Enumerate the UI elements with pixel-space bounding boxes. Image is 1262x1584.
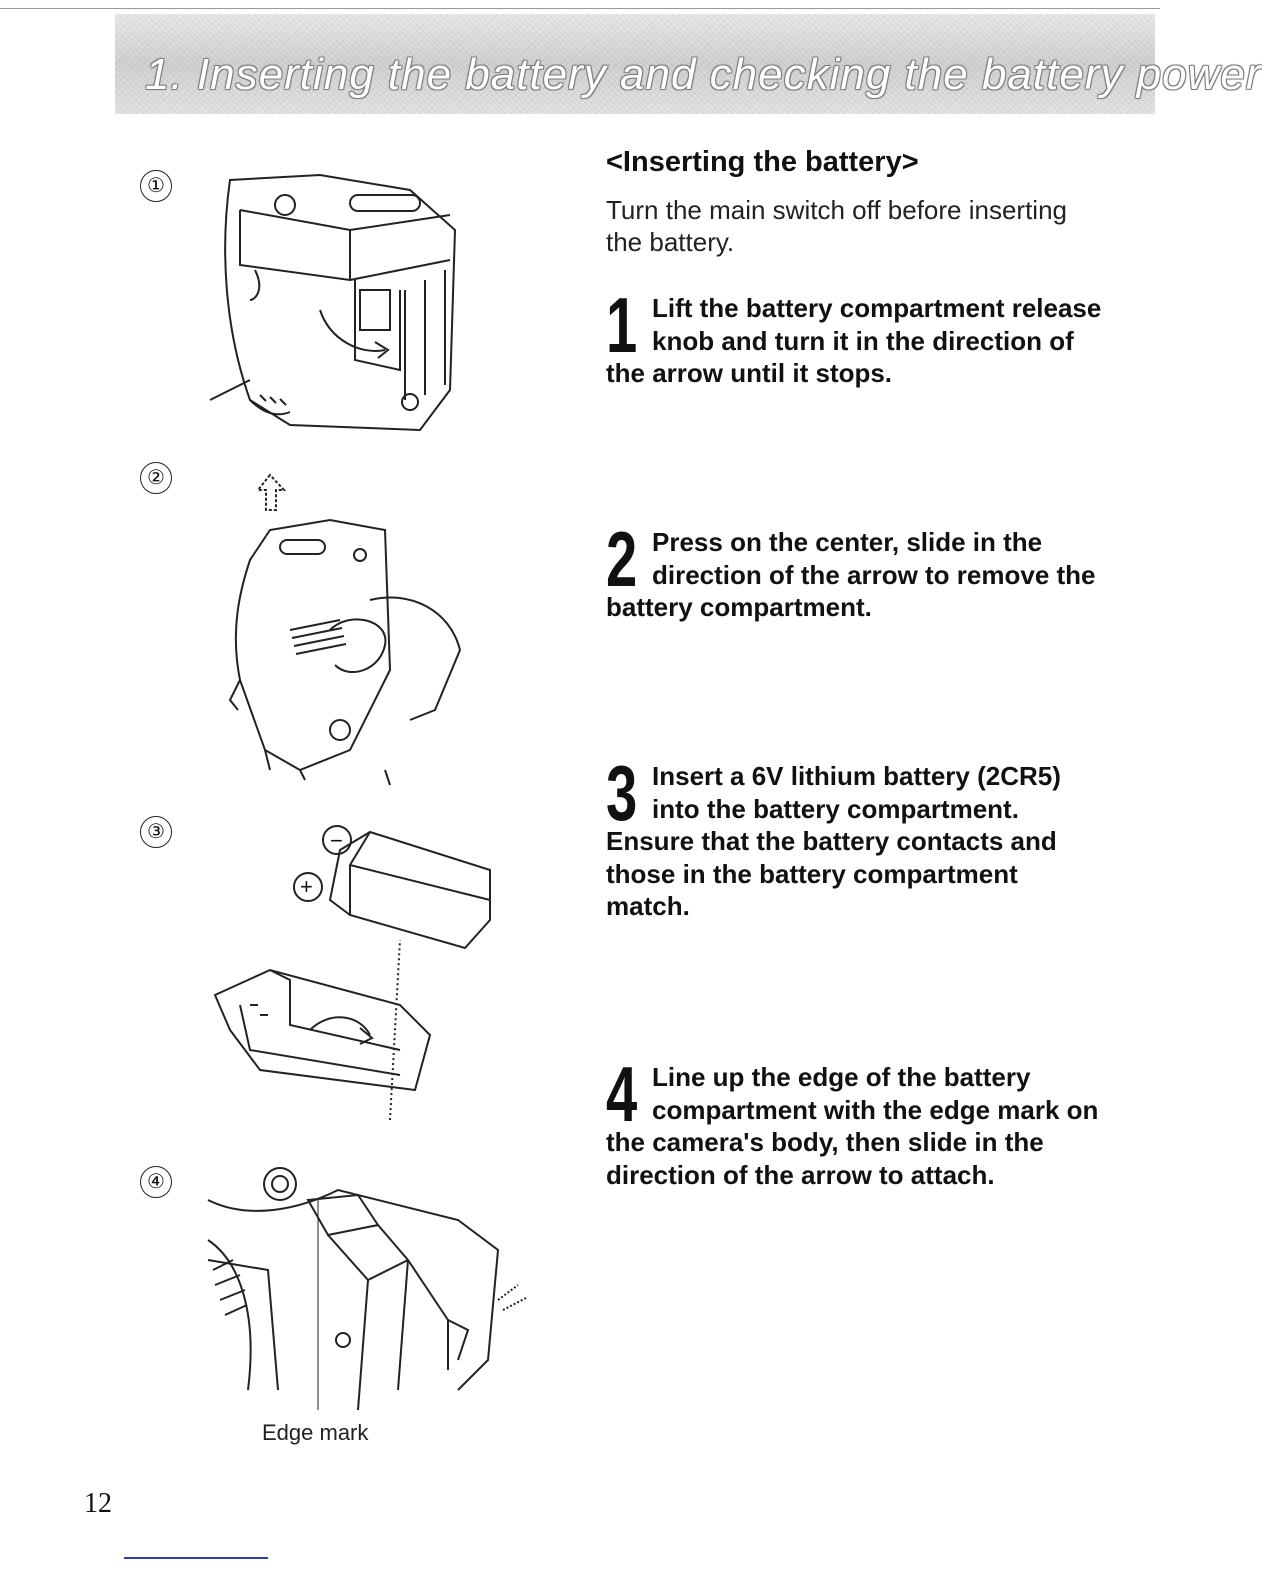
top-rule — [0, 8, 1160, 9]
illustration-number-4: ④ — [140, 1166, 172, 1198]
step-text: Insert a 6V lithium battery (2CR5) into … — [606, 761, 1061, 921]
intro-text: Turn the main switch off before insertin… — [606, 195, 1068, 257]
step-number: 1 — [606, 281, 638, 369]
illustration-number-3: ③ — [140, 816, 172, 848]
compartment-attach-illustration — [207, 1160, 538, 1411]
camera-grip-knob-illustration — [209, 170, 470, 440]
battery-insertion-illustration: − + — [200, 820, 510, 1121]
header-banner: 1. Inserting the battery and checking th… — [115, 14, 1261, 114]
minus-terminal-symbol: − — [330, 828, 343, 853]
step-text: Line up the edge of the battery compartm… — [606, 1062, 1099, 1190]
step-2: 2 Press on the center, slide in the dire… — [606, 515, 1106, 624]
step-text: Lift the battery compartment release kno… — [606, 293, 1102, 388]
page-title: 1. Inserting the battery and checking th… — [145, 50, 1262, 99]
illustration-number-2: ② — [140, 462, 172, 494]
battery-compartment-removal-illustration — [210, 470, 480, 790]
edge-mark-label: Edge mark — [262, 1420, 369, 1445]
illustration-number-1: ① — [140, 170, 172, 202]
plus-terminal-symbol: + — [300, 874, 313, 899]
step-1: 1 Lift the battery compartment release k… — [606, 281, 1106, 390]
step-3: 3 Insert a 6V lithium battery (2CR5) int… — [606, 749, 1106, 923]
step-number: 4 — [606, 1050, 638, 1138]
bottom-rule — [124, 1557, 268, 1559]
step-4: 4 Line up the edge of the battery compar… — [606, 1050, 1106, 1191]
page-number: 12 — [84, 1488, 112, 1519]
step-number: 3 — [606, 749, 638, 837]
section-heading: <Inserting the battery> — [606, 146, 919, 178]
step-number: 2 — [606, 515, 638, 603]
step-text: Press on the center, slide in the direct… — [606, 527, 1096, 622]
